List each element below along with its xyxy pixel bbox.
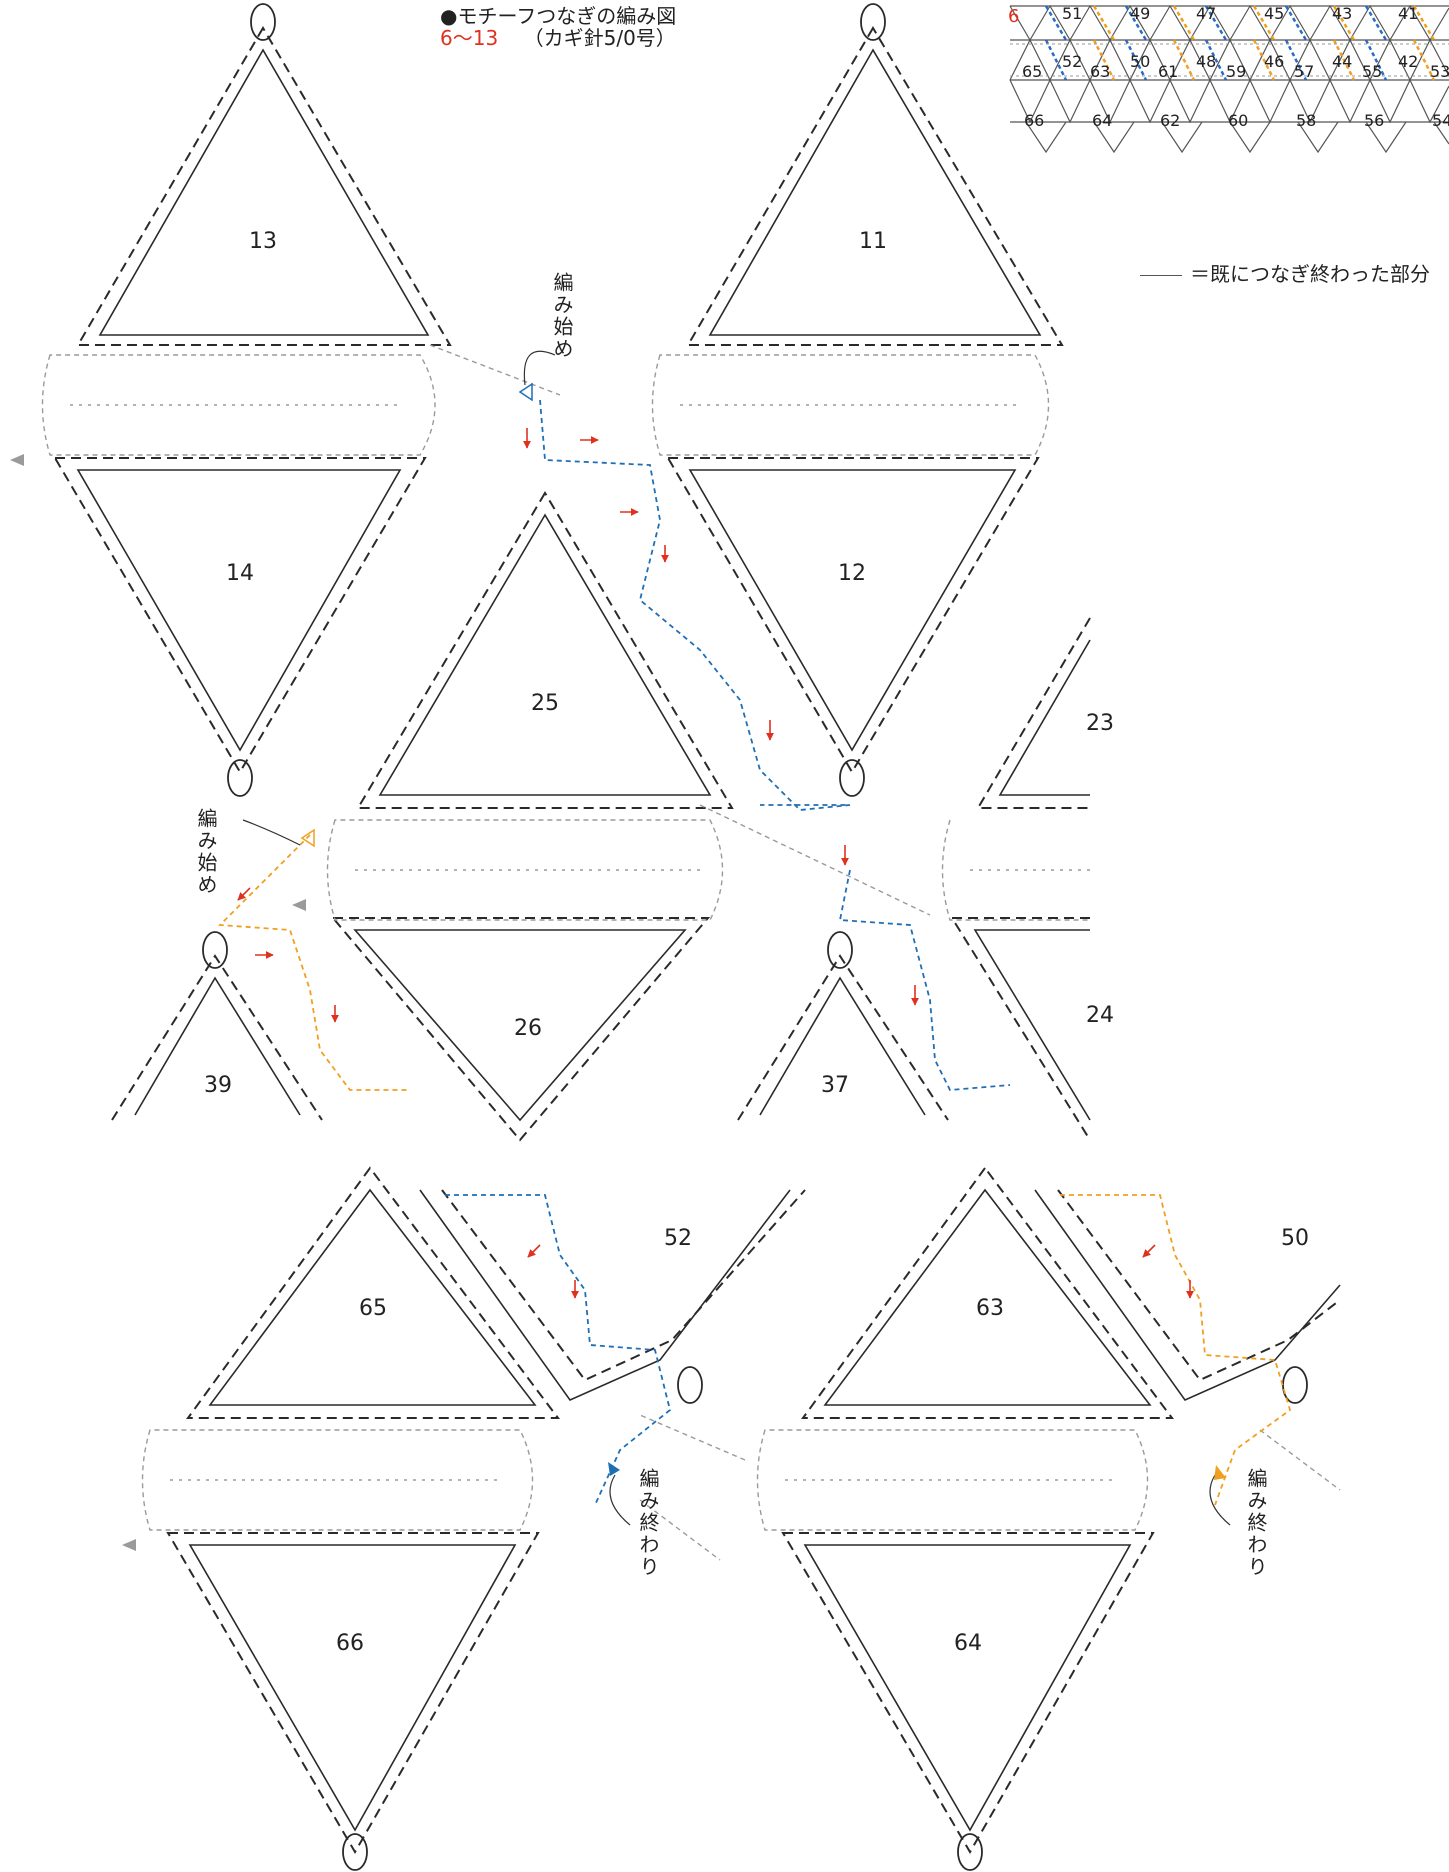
mini-num: 47 (1196, 4, 1216, 23)
mini-num: 51 (1062, 4, 1082, 23)
motif-number-66: 66 (336, 1631, 364, 1656)
motif-52-triangle (420, 1190, 790, 1400)
motif-number-37: 37 (821, 1073, 849, 1098)
mini-num: 65 (1022, 62, 1042, 81)
mini-num: 50 (1130, 52, 1150, 71)
start-marker-blue (520, 384, 532, 400)
end-label-1: 編み終わり (634, 1468, 663, 1578)
end-label-2: 編み終わり (1242, 1468, 1271, 1578)
end-marker-blue (608, 1462, 620, 1476)
end-marker-orange (1214, 1465, 1226, 1480)
start-label-1: 編み始め (548, 272, 577, 360)
motif-66-triangle (190, 1545, 515, 1830)
mini-num: 48 (1196, 52, 1216, 71)
legend-text: ＝既につなぎ終わった部分 (1190, 262, 1430, 286)
motif-number-64: 64 (954, 1631, 982, 1656)
motif-numbers: 13 11 14 12 25 23 26 24 39 37 65 52 63 5… (204, 229, 1309, 1656)
diagram-subtitle: 6〜13 （カギ針5/0号） (440, 22, 676, 51)
motif-number-14: 14 (226, 561, 254, 586)
motif-13-triangle (100, 50, 428, 335)
mini-num: 60 (1228, 111, 1248, 130)
motif-number-13: 13 (249, 229, 277, 254)
mini-num: 43 (1332, 4, 1352, 23)
motif-number-63: 63 (976, 1296, 1004, 1321)
row-range: 6〜13 (440, 26, 498, 50)
motif-number-39: 39 (204, 1073, 232, 1098)
motif-number-65: 65 (359, 1296, 387, 1321)
motif-25-triangle (380, 515, 710, 795)
mini-num: 49 (1130, 4, 1150, 23)
motif-12-triangle (690, 470, 1015, 750)
joined-bands (43, 345, 1341, 1560)
mini-map-row-marker: 6 (1008, 6, 1019, 27)
blue-join-paths (445, 400, 1010, 1505)
motif-number-24: 24 (1086, 1003, 1114, 1028)
motif-number-11: 11 (859, 229, 887, 254)
mini-num: 42 (1398, 52, 1418, 71)
motif-number-26: 26 (514, 1016, 542, 1041)
motif-64-triangle (805, 1545, 1130, 1830)
hook-size: （カギ針5/0号） (524, 26, 676, 50)
mini-num: 52 (1062, 52, 1082, 71)
mini-num: 58 (1296, 111, 1316, 130)
legend: ＝既につなぎ終わった部分 (1140, 258, 1430, 287)
motif-number-12: 12 (838, 561, 866, 586)
mini-num: 62 (1160, 111, 1180, 130)
mini-num: 45 (1264, 4, 1284, 23)
arrow-gray-2 (292, 899, 306, 911)
motif-outlines (78, 50, 1340, 1830)
motif-number-23: 23 (1086, 711, 1114, 736)
mini-num: 61 (1158, 62, 1178, 81)
mini-num: 46 (1264, 52, 1284, 71)
direction-arrows (238, 428, 1190, 1298)
mini-num: 63 (1090, 62, 1110, 81)
motif-23-triangle (1000, 640, 1090, 795)
mini-num: 59 (1226, 62, 1246, 81)
mini-num: 56 (1364, 111, 1384, 130)
mini-num: 55 (1362, 62, 1382, 81)
arrow-gray-1 (10, 454, 24, 466)
motif-24-triangle (975, 930, 1090, 1120)
mini-num: 44 (1332, 52, 1352, 71)
motif-14-triangle (78, 470, 400, 750)
mini-num: 54 (1432, 111, 1449, 130)
mini-num: 66 (1024, 111, 1044, 130)
arrow-gray-3 (122, 1539, 136, 1551)
start-label-2: 編み始め (192, 808, 221, 896)
motif-number-25: 25 (531, 691, 559, 716)
start-end-markers (10, 384, 1226, 1551)
motif-11-triangle (710, 50, 1040, 335)
mini-num: 41 (1398, 4, 1418, 23)
mini-num: 64 (1092, 111, 1112, 130)
annotation-leaders (243, 351, 1230, 1525)
motif-number-52: 52 (664, 1226, 692, 1251)
legend-line (1140, 275, 1182, 276)
mini-num: 57 (1294, 62, 1314, 81)
motif-number-50: 50 (1281, 1226, 1309, 1251)
mini-num: 53 (1430, 62, 1449, 81)
